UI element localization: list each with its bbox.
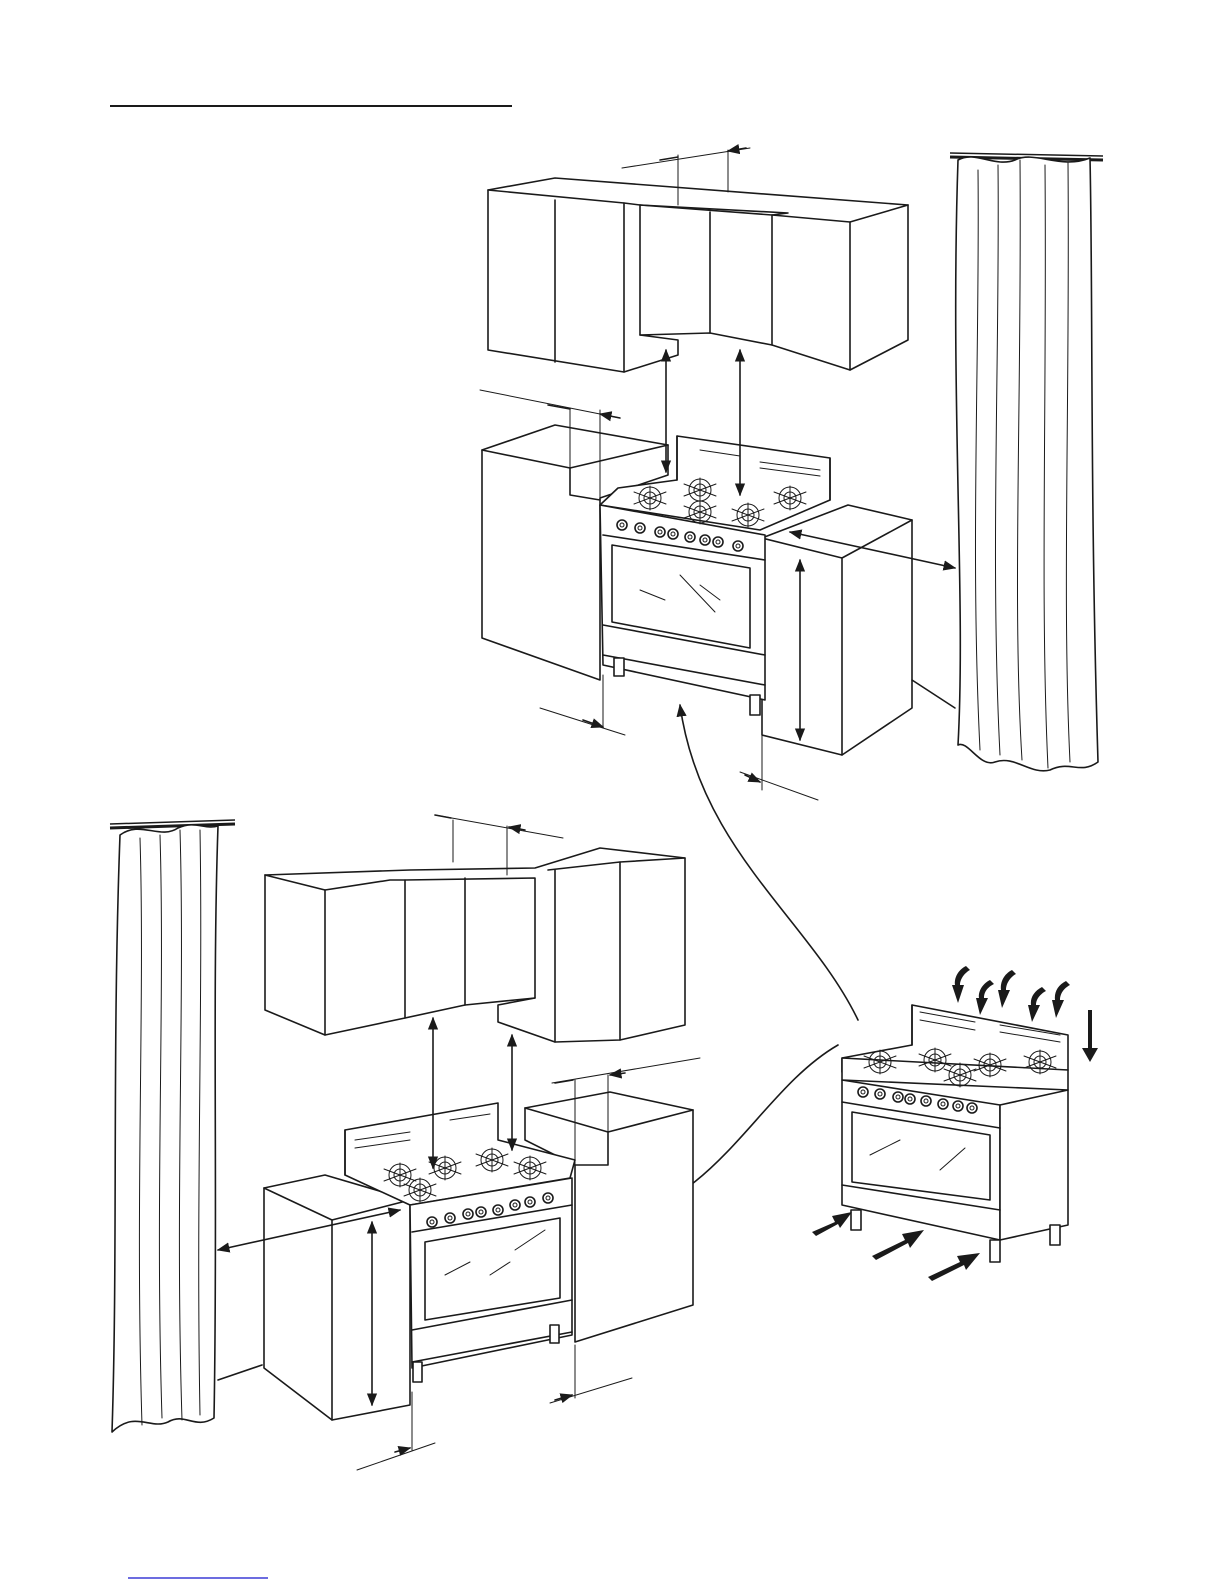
- wall-cabinets: [488, 178, 908, 372]
- side-cabinet-left: [264, 1175, 410, 1420]
- wall-cabinets: [265, 848, 685, 1042]
- curtain-icon: [950, 153, 1103, 771]
- side-cabinet-right: [762, 505, 955, 755]
- figure-installation-right-of-curtain: [480, 148, 1103, 800]
- curtain-icon: [110, 820, 262, 1432]
- figure-installation-left-of-curtain: [110, 815, 700, 1470]
- cooker: [842, 1005, 1068, 1262]
